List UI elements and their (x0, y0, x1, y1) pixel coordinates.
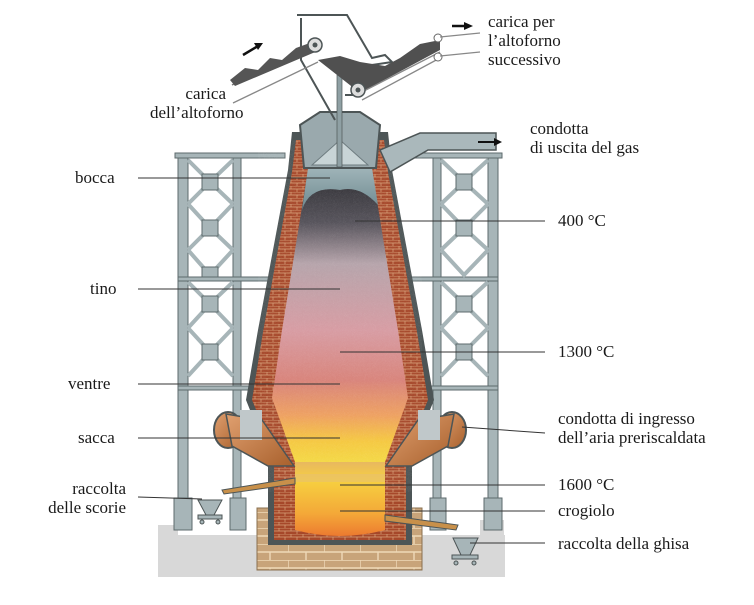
label-bocca: bocca (75, 168, 115, 187)
label-sacca: sacca (78, 428, 115, 447)
label-temp-400: 400 °C (558, 211, 606, 230)
label-charge-in: carica dell’altoforno (150, 84, 244, 122)
hot-air-inlet-pipes (213, 410, 467, 467)
label-charge-next-line1: carica per (488, 12, 555, 31)
right-support-tower (399, 152, 503, 531)
label-tino: tino (90, 279, 117, 298)
label-charge-next: carica per l’altoforno successivo (488, 12, 561, 69)
label-crogiolo: crogiolo (558, 501, 615, 520)
label-slag-line1: raccolta (72, 479, 126, 498)
label-slag-collection: raccolta delle scorie (0, 479, 126, 517)
iron-tap-channel (384, 514, 459, 531)
label-charge-next-line3: successivo (488, 50, 561, 69)
label-temp-1600: 1600 °C (558, 475, 615, 494)
gas-outlet-duct (378, 132, 497, 174)
label-iron-collection: raccolta della ghisa (558, 534, 690, 553)
label-ventre: ventre (68, 374, 111, 393)
label-charge-next-line2: l’altoforno (488, 31, 561, 50)
slag-ladle (197, 499, 223, 525)
left-support-tower (173, 152, 286, 531)
label-gas-outlet: condotta di uscita del gas (530, 119, 639, 157)
label-slag-line2: delle scorie (48, 498, 126, 517)
label-temp-1300: 1300 °C (558, 342, 615, 361)
label-hot-air-line1: condotta di ingresso (558, 409, 695, 428)
hearth-molten-metal (295, 462, 385, 536)
label-charge-in-line2: dell’altoforno (150, 103, 244, 122)
charge-direction-arrow (242, 44, 259, 57)
leader-lines (137, 177, 546, 544)
iron-ladle (451, 537, 479, 566)
label-hot-air-inlet: condotta di ingresso dell’aria preriscal… (558, 409, 706, 447)
label-charge-in-line1: carica (185, 84, 226, 103)
slag-tap-channel (221, 477, 296, 495)
label-gas-outlet-line2: di uscita del gas (530, 138, 640, 157)
label-gas-outlet-line1: condotta (530, 119, 589, 138)
label-hot-air-line2: dell’aria preriscaldata (558, 428, 706, 447)
